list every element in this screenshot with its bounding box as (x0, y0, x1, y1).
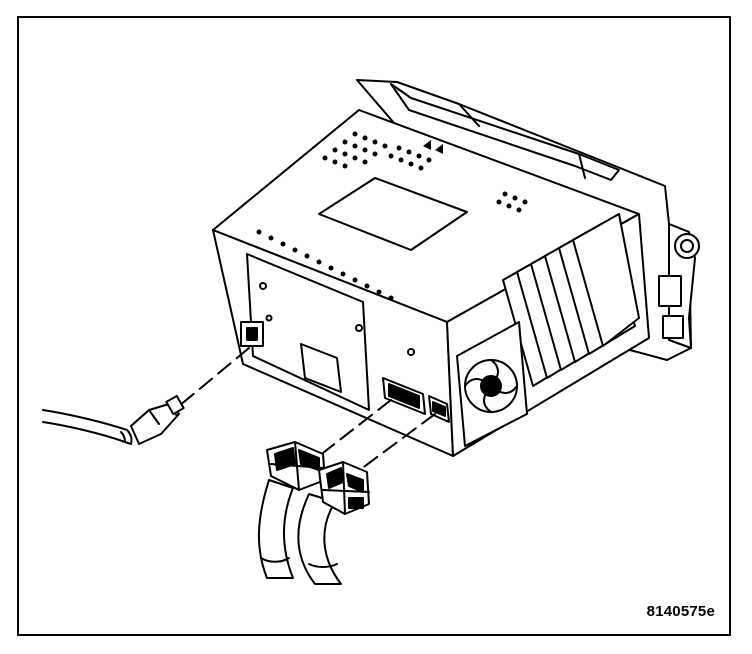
figure-id-label: 8140575e (646, 603, 715, 620)
antenna-cable (42, 409, 128, 431)
radio-connector-diagram (42, 79, 700, 585)
back-plate-window (300, 343, 342, 393)
top-vents (256, 131, 528, 301)
knob (674, 233, 700, 259)
radio-unit (212, 79, 700, 457)
figure-frame: 8140575e (17, 16, 731, 636)
harness-cable-left (257, 479, 294, 579)
antenna-plug (42, 394, 185, 445)
top-label (318, 177, 468, 251)
heat-sink (502, 213, 640, 387)
harness-connectors (257, 441, 370, 585)
alignment-lines (178, 347, 436, 473)
bezel-top-strip (390, 83, 620, 181)
harness-cable-right (297, 493, 342, 585)
harness-sockets (382, 377, 450, 423)
cooling-fan (456, 321, 528, 447)
